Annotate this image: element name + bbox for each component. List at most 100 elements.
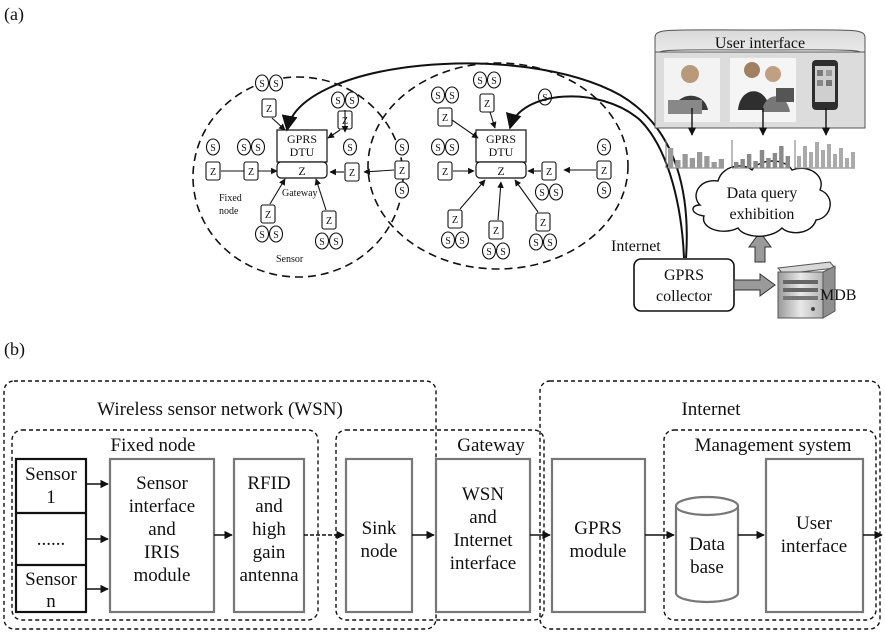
svg-text:Z: Z — [546, 167, 552, 178]
z-node: Z — [394, 160, 410, 180]
right-dtu-label: DTU — [489, 145, 514, 159]
fixed-node-title: Fixed node — [111, 435, 196, 456]
svg-text:Z: Z — [266, 104, 272, 115]
link — [459, 179, 486, 210]
management-title: Management system — [695, 435, 852, 456]
s-node: S — [537, 88, 553, 106]
svg-text:S: S — [319, 237, 325, 248]
s-node: S — [314, 232, 330, 250]
z-node: Z — [488, 220, 504, 240]
svg-text:S: S — [259, 79, 265, 90]
svg-text:Z: Z — [452, 215, 458, 226]
user-interface-block — [764, 457, 865, 614]
svg-text:Z: Z — [484, 99, 490, 110]
mobile-phone-icon — [812, 60, 838, 110]
data-query-label-1: Data query — [727, 185, 798, 202]
sensor-n-label-b: n — [46, 591, 56, 612]
z-node: Z — [437, 161, 453, 181]
svg-text:Z: Z — [265, 210, 271, 221]
svg-text:Z: Z — [442, 113, 448, 124]
panel-b-label: (b) — [4, 339, 25, 360]
chart-thumbnail — [794, 140, 855, 169]
link — [269, 178, 286, 205]
right-cluster-boundary — [367, 62, 629, 270]
s-node: S — [472, 71, 488, 89]
sensor-interface-text: and — [148, 519, 176, 540]
svg-text:Z: Z — [349, 168, 355, 179]
rfid-antenna-text: high — [252, 519, 286, 540]
left-gateway-internet-link — [281, 62, 688, 259]
svg-text:S: S — [449, 143, 455, 154]
s-node: S — [394, 138, 410, 156]
z-node: Z — [243, 161, 259, 181]
z-node: Z — [535, 212, 551, 232]
svg-text:S: S — [477, 76, 483, 87]
svg-text:S: S — [445, 236, 451, 247]
s-node: S — [444, 86, 460, 104]
internet-label: Internet — [611, 238, 661, 255]
s-node: S — [328, 232, 344, 250]
rfid-antenna-text: and — [255, 496, 283, 517]
s-node: S — [344, 91, 360, 109]
svg-text:S: S — [273, 79, 279, 90]
s-node: S — [542, 233, 558, 251]
s-node: S — [268, 74, 284, 92]
s-node: S — [268, 225, 284, 243]
z-node: Z — [261, 98, 277, 118]
s-node: S — [548, 183, 564, 201]
sensor-interface-text: module — [134, 565, 191, 586]
svg-text:Z: Z — [442, 167, 448, 178]
svg-text:Z: Z — [326, 216, 332, 227]
s-node: S — [596, 138, 612, 156]
s-node: S — [440, 231, 456, 249]
s-node: S — [596, 181, 612, 199]
sink-node-text: Sink — [362, 518, 397, 539]
sensor-n-label-a: Sensor — [25, 569, 77, 590]
left-gprs-dtu — [276, 129, 328, 163]
svg-text:Z: Z — [540, 218, 546, 229]
svg-text:S: S — [533, 238, 539, 249]
s-node: S — [430, 138, 446, 156]
gateway-label: Gateway — [282, 188, 318, 199]
right-gateway-internet-link — [505, 95, 685, 259]
internet-group — [539, 380, 881, 630]
svg-text:S: S — [210, 143, 216, 154]
svg-text:S: S — [449, 91, 455, 102]
gprs-collector-label-1: GPRS — [664, 267, 704, 284]
left-gprs-label: GPRS — [287, 132, 317, 146]
wsn-title: Wireless sensor network (WSN) — [97, 399, 343, 420]
z-node: Z — [596, 160, 612, 180]
s-node: S — [394, 181, 410, 199]
wsn-internet-interface-text: interface — [450, 553, 516, 574]
data-query-cloud — [692, 160, 831, 237]
s-node: S — [205, 138, 221, 156]
svg-text:S: S — [500, 247, 506, 258]
fixed-node-label-2: node — [219, 206, 239, 217]
panel-a-network: GPRS DTU Z GPRS DTU Z SZSSZSSZSSZSZZSSZS… — [192, 29, 866, 319]
link — [451, 119, 479, 139]
left-gateway-z-label: Z — [298, 164, 305, 178]
svg-text:S: S — [435, 91, 441, 102]
mdb-label: MDB — [820, 287, 856, 304]
svg-text:S: S — [273, 230, 279, 241]
data-query-label-2: exhibition — [730, 206, 795, 223]
svg-text:S: S — [491, 76, 497, 87]
wsn-internet-interface-block — [434, 457, 532, 614]
s-node: S — [254, 225, 270, 243]
link — [327, 129, 341, 139]
database-text: Data — [689, 534, 725, 555]
wsn-internet-interface-text: Internet — [453, 530, 513, 551]
user-interface-text: User — [796, 513, 833, 534]
wsn-internet-interface-text: WSN — [462, 484, 505, 505]
svg-text:S: S — [553, 188, 559, 199]
svg-text:Z: Z — [601, 166, 607, 177]
link — [497, 181, 504, 221]
rfid-antenna-text: RFID — [247, 473, 290, 494]
user-interface-text: interface — [781, 536, 847, 557]
panel-b-block-diagram: Wireless sensor network (WSN) Internet F… — [3, 380, 883, 630]
gprs-module-text: GPRS — [574, 518, 622, 539]
sensor-dots-label: ...... — [37, 529, 66, 550]
rfid-antenna-block — [232, 457, 306, 614]
s-node: S — [430, 86, 446, 104]
